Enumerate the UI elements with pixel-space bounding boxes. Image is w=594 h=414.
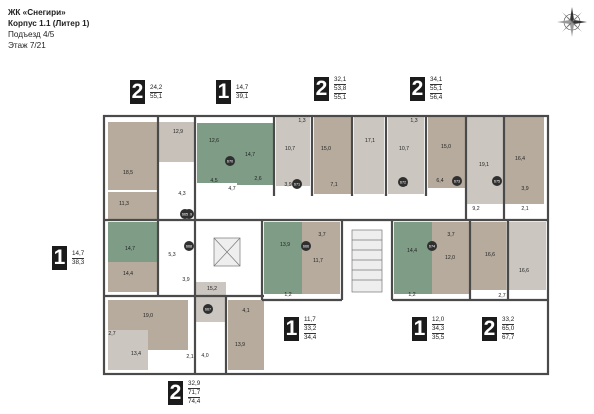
rooms-badge: 1 [52, 246, 67, 270]
room-area-label: 13,4 [131, 351, 141, 357]
rooms-badge: 1 [284, 317, 299, 341]
unit-number-marker[interactable]: 668 [184, 241, 194, 251]
room-area-label: 11,7 [313, 258, 323, 264]
rooms-badge: 1 [412, 317, 427, 341]
room-area-label: 10,7 [399, 146, 409, 152]
room-area-label: 1,2 [408, 292, 415, 298]
svg-text:666: 666 [303, 244, 309, 248]
unit-number-marker[interactable]: 672 [398, 177, 408, 187]
room-area-label: 3,9 [521, 186, 528, 192]
unit-number-marker[interactable]: 671 [292, 179, 302, 189]
room-area-label: 3,7 [447, 232, 454, 238]
room-area-label: 14,7 [125, 246, 135, 252]
svg-text:665: 665 [182, 212, 188, 216]
rooms-badge: 2 [130, 80, 145, 104]
room-area-label: 12,9 [173, 129, 183, 135]
rooms-badge: 2 [168, 381, 183, 405]
unit-number-marker[interactable]: 675 [492, 176, 502, 186]
room-area-label: 14,4 [123, 271, 133, 277]
svg-text:671: 671 [294, 182, 300, 186]
room-area-label: 18,5 [123, 170, 133, 176]
room-area-label: 4,0 [201, 353, 208, 359]
unit-number-marker[interactable]: 666 [301, 241, 311, 251]
stairwell [213, 229, 383, 293]
room-area-label: 15,0 [321, 146, 331, 152]
rooms-badge: 2 [482, 317, 497, 341]
svg-text:667: 667 [205, 307, 211, 311]
room-area-label: 15,0 [441, 144, 451, 150]
unit-number-marker[interactable]: 667 [203, 304, 213, 314]
room-area-label: 2,1 [521, 206, 528, 212]
room-area-label: 2,7 [108, 331, 115, 337]
room-area-label: 4,3 [178, 191, 185, 197]
svg-text:670: 670 [227, 159, 233, 163]
svg-text:673: 673 [454, 179, 460, 183]
room-area-label: 7,1 [330, 182, 337, 188]
room-area-label: 4,5 [210, 178, 217, 184]
svg-text:668: 668 [186, 244, 192, 248]
room-area-label: 9,2 [472, 206, 479, 212]
room-area-label: 5,3 [168, 252, 175, 258]
room-area-label: 12,6 [209, 138, 219, 144]
unit-number-marker[interactable]: 670 [225, 156, 235, 166]
room-area-label: 10,7 [285, 146, 295, 152]
svg-text:674: 674 [429, 244, 435, 248]
compass-rose-icon [557, 7, 587, 37]
entrance-label: Подъезд 4/5 [8, 30, 55, 39]
room-area-label: 16,6 [519, 268, 529, 274]
room-area-label: 13,9 [280, 242, 290, 248]
room-area-label: 4,7 [228, 186, 235, 192]
room-labels: 12,918,511,34,312,64,54,714,72,61,310,73… [108, 118, 529, 360]
unit-number-marker[interactable]: 665 [180, 209, 190, 219]
complex-title: ЖК «Снегири» [8, 8, 66, 17]
room-area-label: 19,1 [479, 162, 489, 168]
walls [102, 114, 550, 376]
room-area-label: 2,7 [498, 293, 505, 299]
room-area-label: 1,3 [298, 118, 305, 124]
room-area-label: 4,1 [242, 308, 249, 314]
room-area-label: 3,9 [182, 277, 189, 283]
room-area-label: 3,9 [284, 182, 291, 188]
room-area-label: 11,3 [119, 201, 129, 207]
unit-number-marker[interactable]: 673 [452, 176, 462, 186]
room-area-label: 1,3 [410, 118, 417, 124]
room-area-label: 14,4 [407, 248, 417, 254]
room-area-label: 2,1 [186, 354, 193, 360]
svg-text:672: 672 [400, 180, 406, 184]
rooms-badge: 2 [410, 77, 425, 101]
unit-markers: 670671672673669668667666665674675 [180, 156, 502, 314]
room-fills [108, 116, 546, 370]
unit-number-marker[interactable]: 674 [427, 241, 437, 251]
floor-label: Этаж 7/21 [8, 41, 46, 50]
room-area-label: 6,4 [436, 178, 443, 184]
rooms-badge: 2 [314, 77, 329, 101]
room-area-label: 13,9 [235, 342, 245, 348]
room-area-label: 16,4 [515, 156, 525, 162]
room-area-label: 14,7 [245, 152, 255, 158]
room-area-label: 19,0 [143, 313, 153, 319]
room-area-label: 16,6 [485, 252, 495, 258]
building-label: Корпус 1.1 (Литер 1) [8, 19, 90, 28]
room-area-label: 12,0 [445, 255, 455, 261]
svg-text:675: 675 [494, 179, 500, 183]
room-area-label: 15,2 [207, 286, 217, 292]
room-area-label: 17,1 [365, 138, 375, 144]
rooms-badge: 1 [216, 80, 231, 104]
room-area-label: 2,6 [254, 176, 261, 182]
room-area-label: 3,7 [318, 232, 325, 238]
room-area-label: 1,2 [284, 292, 291, 298]
